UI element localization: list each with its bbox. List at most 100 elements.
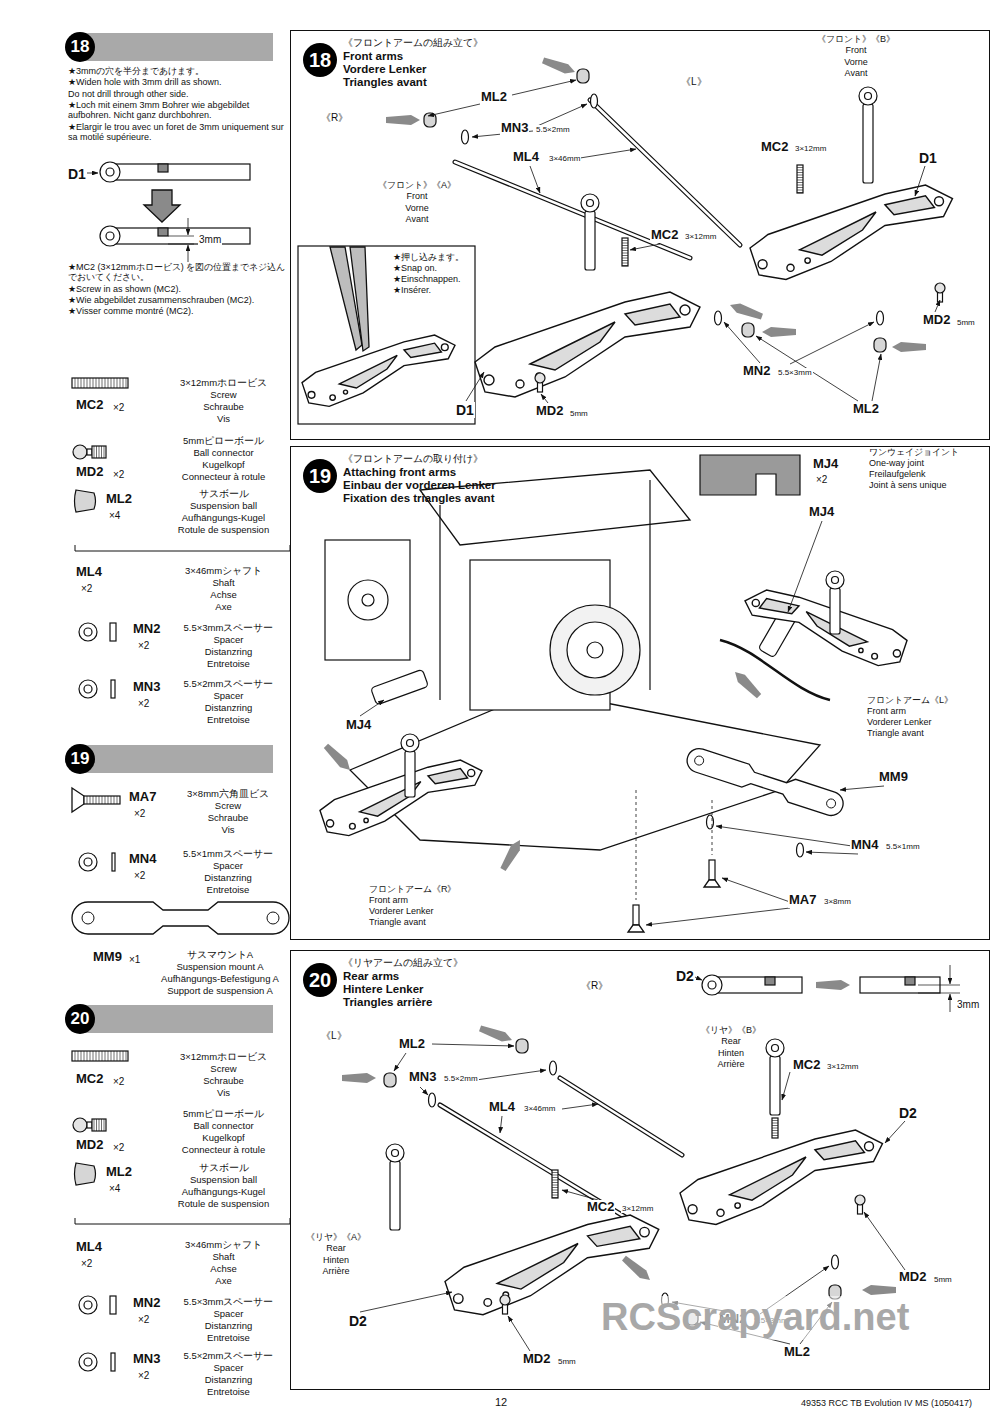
note-text: Kugelkopf: [160, 460, 287, 471]
arm-outline: [745, 590, 907, 666]
note-text: 3×46mmシャフト: [160, 1240, 287, 1251]
part-code: MD2: [75, 465, 104, 480]
label-text: ×4: [108, 1183, 121, 1195]
screw-thread: [108, 378, 109, 388]
ball-head: [73, 1118, 87, 1132]
arm-cutout: [625, 304, 680, 325]
leader-line: [646, 908, 790, 925]
screw-thread: [622, 250, 628, 251]
dimension-extension: [168, 236, 194, 237]
note-text: Aufhängungs-Kugel: [160, 1187, 287, 1198]
part-code: MD2: [898, 1270, 927, 1285]
screw-thread: [96, 1119, 97, 1131]
part-code: MJ4: [345, 718, 372, 733]
pliers-jaw: [350, 247, 369, 351]
arm-cutout: [530, 322, 615, 370]
leader-line: [788, 521, 822, 612]
note-text: サスマウントA: [150, 950, 290, 961]
rod-end-hole: [832, 577, 839, 584]
screw-thread: [99, 446, 100, 458]
arrow-shape: [731, 668, 762, 699]
part-code: MN2: [132, 622, 161, 637]
shaft-body: [455, 162, 690, 258]
rod-end-body: [770, 1056, 780, 1115]
note-text: Triangle avant: [368, 917, 427, 927]
note-text: Ball connector: [160, 448, 287, 459]
guide-line: [712, 800, 713, 855]
arm-hole: [752, 599, 759, 606]
spacer: [707, 815, 714, 829]
part-code: ML4: [512, 150, 540, 165]
note-text: Screw: [160, 390, 287, 401]
screw-thread: [114, 378, 115, 388]
rod-end-hole: [392, 1150, 399, 1157]
insert-arrow: [621, 1254, 653, 1284]
arm-hole: [343, 390, 347, 394]
note-text: ★MC2 (3×12mmホロービス) を図の位置までネジ込んでおいてください。: [67, 262, 287, 283]
note-text: Vorderer Lenker: [368, 906, 435, 916]
label-text: 《L》: [320, 1030, 348, 1042]
rod-end-body: [585, 211, 595, 270]
note-text: Screw: [160, 1064, 287, 1075]
note-text: Front arm: [368, 895, 409, 905]
screw-thread: [797, 170, 803, 171]
screw-body: [622, 238, 628, 266]
screw-thread: [552, 1192, 558, 1193]
note-text: Entretoise: [170, 1333, 287, 1344]
insert-arrow: [762, 327, 796, 337]
leader-line: [722, 878, 790, 902]
note-text: ★Visser comme montré (MC2).: [67, 306, 287, 316]
screw-thread: [93, 1051, 94, 1061]
leader-line: [562, 1104, 598, 1109]
screw-thread: [797, 175, 803, 176]
note-text: 5.5×2mmスペーサー: [170, 679, 287, 690]
part-code: D2: [675, 968, 695, 984]
part-code: ML2: [105, 1165, 133, 1180]
arrow-shape: [322, 742, 353, 773]
screw-thread: [552, 1182, 558, 1183]
note-text: Aufhängungs-Befestigung A: [150, 974, 290, 985]
spacer: [832, 1255, 839, 1269]
screw-thread: [772, 1120, 778, 1121]
shaft-body: [440, 1105, 650, 1232]
step-number: 20: [303, 963, 337, 997]
part-code: ML2: [105, 492, 133, 507]
part-code: MA7: [788, 893, 817, 908]
note-text: Front: [376, 191, 458, 201]
leader-line: [790, 322, 874, 364]
note-text: Freilaufgelenk: [868, 469, 927, 479]
note-text: Vorderer Lenker: [866, 717, 933, 727]
note-text: Schraube: [168, 813, 288, 824]
label-text: 12: [494, 1396, 508, 1409]
note-text: Vis: [160, 414, 287, 425]
step-header-bar: 19: [65, 745, 273, 773]
screw-thread: [123, 1051, 124, 1061]
part-code: MN3: [132, 680, 161, 695]
spacer-face: [79, 853, 97, 871]
label-text: 《R》: [580, 980, 609, 992]
shaft-outline: [560, 1078, 682, 1155]
ball-thread: [92, 1119, 106, 1131]
arm-cutout: [730, 1157, 807, 1200]
screw-thread: [772, 1130, 778, 1131]
screw-thread: [797, 172, 803, 173]
label-text: ×2: [137, 1314, 150, 1326]
part-code: MD2: [922, 313, 951, 328]
leader-line: [432, 1044, 514, 1046]
leader-line: [935, 300, 940, 312]
insert-arrow: [342, 1073, 376, 1083]
spacer-face: [79, 680, 97, 698]
note-text: ★Loch mit einem 3mm Bohrer wie abgebilde…: [67, 100, 287, 121]
arm-outline: [475, 292, 700, 397]
screw-thread: [622, 240, 628, 241]
suspension-arm: [475, 292, 700, 397]
arm-cutout: [885, 196, 935, 215]
screw-thread: [94, 446, 95, 458]
spacer: [877, 311, 884, 325]
detail-box: [298, 246, 475, 424]
note-text: Axe: [160, 1276, 287, 1287]
arm-cutout: [588, 1226, 640, 1246]
leader-line: [872, 354, 881, 401]
arm-hole: [441, 344, 448, 351]
